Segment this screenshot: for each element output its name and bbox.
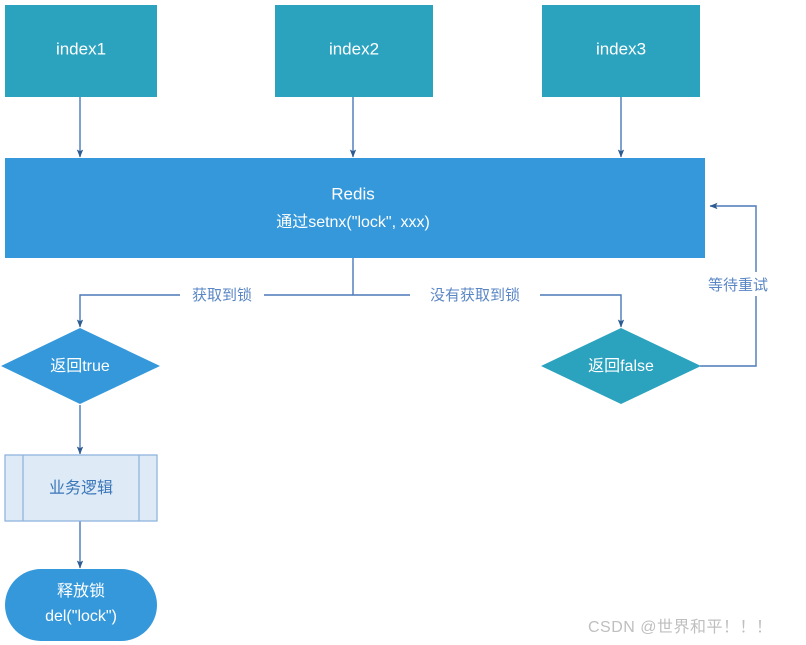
release-lock-label-line1: 释放锁 [57,582,105,600]
node-return-true[interactable]: 返回true [1,328,160,404]
release-lock-label-line2: del("lock") [45,608,117,625]
release-lock-box[interactable] [5,569,157,641]
redis-label-command: 通过setnx("lock", xxx) [276,213,430,231]
edge-label-backdrops [180,272,774,306]
business-logic-label: 业务逻辑 [49,479,113,497]
edge-label-wait-retry: 等待重试 [708,276,768,294]
redis-box[interactable] [5,158,705,258]
index2-label: index2 [329,39,379,58]
return-true-diamond[interactable] [1,328,160,404]
csdn-watermark: CSDN @世界和平！！！ [588,619,773,636]
node-index3[interactable]: index3 [542,5,700,97]
edge-label-no-lock: 没有获取到锁 [430,287,520,304]
index2-box[interactable] [275,5,433,97]
index3-label: index3 [596,39,646,58]
node-redis[interactable]: Redis 通过setnx("lock", xxx) [5,158,705,258]
return-false-diamond[interactable] [541,328,701,404]
node-index1[interactable]: index1 [5,5,157,97]
index1-label: index1 [56,39,106,58]
edge-label-got-lock: 获取到锁 [192,287,252,304]
index3-box[interactable] [542,5,700,97]
redis-label-title: Redis [331,184,374,203]
return-true-label: 返回true [50,357,110,375]
node-return-false[interactable]: 返回false [541,328,701,404]
index1-box[interactable] [5,5,157,97]
node-business-logic[interactable]: 业务逻辑 [4,454,158,522]
edge-labels: 获取到锁 没有获取到锁 等待重试 [192,276,768,304]
business-logic-box[interactable] [4,454,158,522]
node-release-lock[interactable]: 释放锁 del("lock") [5,569,157,641]
return-false-label: 返回false [588,357,654,375]
node-index2[interactable]: index2 [275,5,433,97]
